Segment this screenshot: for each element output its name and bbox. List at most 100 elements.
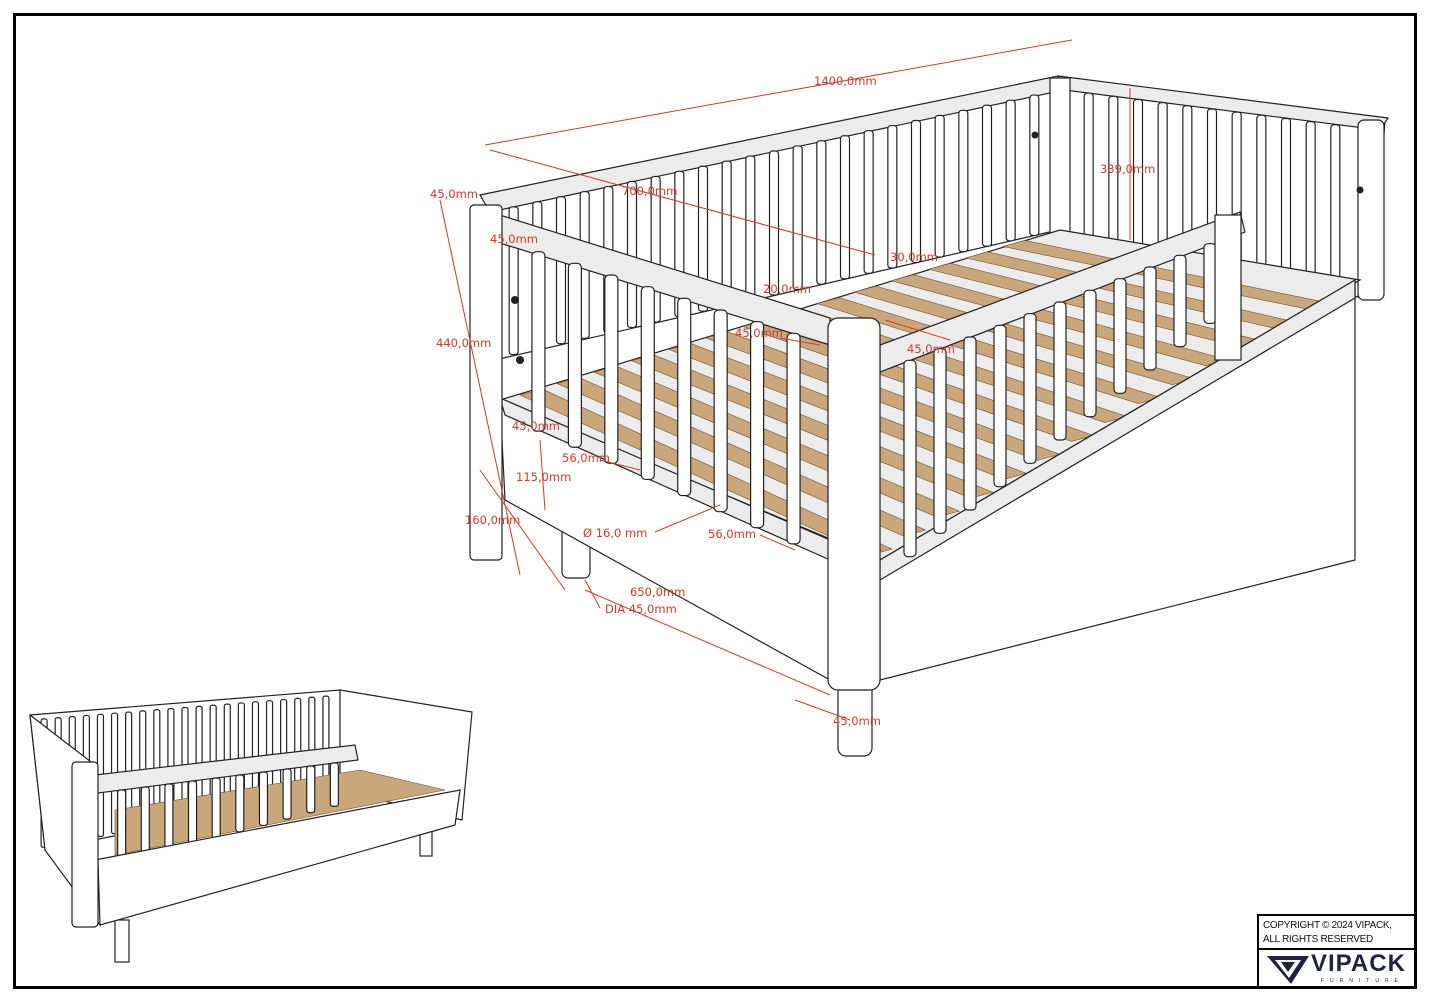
- left-baluster: [567, 262, 582, 448]
- dim-width: 650,0mm: [630, 585, 685, 599]
- right-baluster: [1256, 114, 1267, 277]
- dim-rail-inner: 45,0mm: [490, 232, 538, 246]
- left-baluster: [786, 332, 801, 545]
- dim-inner-length: 700,0mm: [622, 184, 677, 198]
- back-baluster: [1029, 94, 1040, 237]
- thumb-front-baluster: [282, 768, 292, 820]
- back-baluster: [721, 160, 732, 307]
- back-baluster: [910, 119, 922, 264]
- guard-rail-post: [1214, 214, 1242, 361]
- left-baluster: [713, 309, 728, 513]
- front-corner-post: [827, 317, 881, 691]
- dim-baluster-dia: Ø 16,0 mm: [583, 526, 647, 540]
- front-baluster: [1113, 278, 1127, 394]
- right-baluster: [1157, 102, 1168, 255]
- back-baluster: [981, 104, 993, 247]
- right-end-post: [1357, 119, 1385, 301]
- dim-post-offset: 45,0mm: [735, 326, 783, 340]
- back-baluster: [816, 140, 827, 285]
- bolt-icon: [1031, 131, 1039, 139]
- right-baluster: [1305, 121, 1316, 288]
- left-baluster: [750, 321, 765, 529]
- dim-spacing-right: 56,0mm: [708, 527, 756, 541]
- dim-end-height: 339,0mm: [1100, 162, 1155, 176]
- right-baluster: [1083, 92, 1094, 239]
- bolt-icon: [516, 356, 524, 364]
- left-baluster: [640, 286, 655, 481]
- front-baluster: [1023, 313, 1037, 464]
- front-baluster: [933, 348, 947, 534]
- back-baluster: [863, 130, 874, 274]
- thumb-corner-post: [71, 761, 99, 928]
- copyright-notice: COPYRIGHT © 2024 VIPACK, ALL RIGHTS RESE…: [1259, 916, 1417, 950]
- dim-leg-height: 160,0mm: [465, 513, 520, 527]
- dim-spacing-left: 56,0mm: [562, 451, 610, 465]
- thumb-front-baluster: [117, 789, 127, 865]
- front-balusters: [903, 243, 1217, 558]
- copyright-line1: COPYRIGHT © 2024 VIPACK,: [1263, 920, 1392, 931]
- front-baluster: [1173, 254, 1187, 348]
- front-baluster: [963, 336, 977, 511]
- left-baluster: [531, 251, 546, 432]
- thumb-leg: [114, 919, 130, 963]
- logo-text: VIPACK: [1311, 950, 1406, 977]
- back-baluster: [697, 165, 709, 312]
- dimension-labels: 1400,0mm 339,0mm 700,0mm 45,0mm 45,0mm 3…: [430, 74, 1155, 728]
- front-baluster: [1143, 266, 1157, 371]
- front-baluster: [1053, 301, 1067, 441]
- thumb-front-baluster: [235, 774, 245, 833]
- left-balusters: [531, 251, 801, 545]
- front-baluster: [993, 324, 1007, 488]
- logo-subtext: FURNITURE: [1321, 978, 1404, 984]
- thumb-slats: [114, 769, 446, 856]
- thumb-front-baluster: [211, 777, 221, 839]
- right-baluster: [1330, 124, 1341, 294]
- left-baluster: [677, 297, 692, 497]
- dim-post-depth: 45,0mm: [833, 714, 881, 728]
- thumb-front-baluster: [187, 780, 198, 846]
- back-baluster: [1005, 99, 1016, 242]
- front-baluster: [903, 359, 917, 558]
- front-baluster: [1203, 243, 1217, 324]
- dim-leg-dia: DIA 45,0mm: [605, 602, 677, 616]
- left-post: [469, 204, 503, 561]
- drawing-frame: [13, 13, 1417, 989]
- dimension-lines: [439, 39, 1131, 721]
- back-baluster: [768, 150, 780, 296]
- back-baluster: [555, 196, 567, 345]
- front-baluster: [1083, 289, 1097, 418]
- back-baluster: [792, 145, 803, 291]
- back-baluster: [934, 114, 945, 258]
- left-baluster: [604, 274, 619, 464]
- back-baluster: [626, 180, 638, 329]
- title-block: COPYRIGHT © 2024 VIPACK, ALL RIGHTS RESE…: [1257, 914, 1417, 989]
- dim-plinth-height: 115,0mm: [516, 470, 571, 484]
- back-baluster: [839, 135, 851, 280]
- dim-total-height: 440,0mm: [436, 336, 491, 350]
- back-baluster: [745, 155, 756, 302]
- dim-rail-offset: 45,0mm: [907, 342, 955, 356]
- thumb-front-baluster: [164, 783, 174, 852]
- thumb-front-baluster: [306, 765, 316, 814]
- right-baluster: [1280, 117, 1292, 283]
- back-right-post: [1049, 77, 1071, 239]
- thumb-front-baluster: [258, 771, 269, 827]
- thumbnail-bed-view: [29, 689, 473, 963]
- bolt-icon: [511, 296, 519, 304]
- back-baluster: [887, 124, 898, 269]
- vipack-logo: VIPACK FURNITURE: [1259, 950, 1417, 987]
- main-bed-view: [469, 75, 1390, 757]
- vipack-logo-icon: [1267, 956, 1309, 984]
- dim-gap-20: 20,0mm: [763, 282, 811, 296]
- dim-gap-30: 30,0mm: [890, 250, 938, 264]
- dim-rail-top: 45,0mm: [430, 187, 478, 201]
- bolt-icon: [1356, 186, 1364, 194]
- back-baluster: [958, 109, 969, 253]
- thumb-front-baluster: [329, 762, 339, 807]
- thumb-front-baluster: [140, 786, 150, 858]
- copyright-line2: ALL RIGHTS RESERVED: [1263, 934, 1373, 945]
- dim-overall-length: 1400,0mm: [814, 74, 877, 88]
- dim-bottom-rail: 45,0mm: [512, 419, 560, 433]
